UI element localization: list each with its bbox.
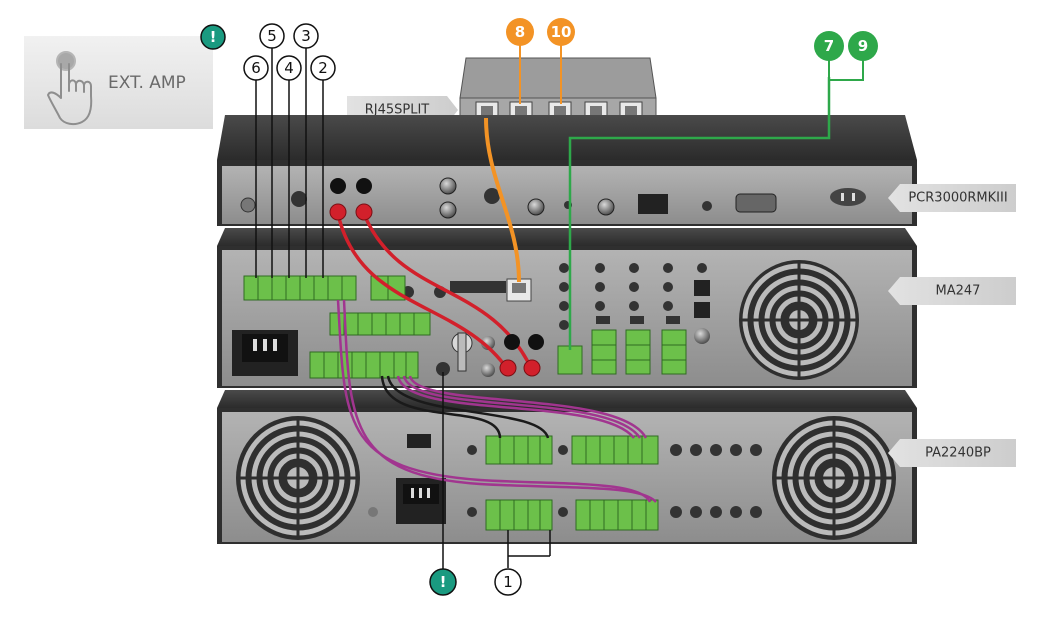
badge-4-text: 4 xyxy=(284,59,294,77)
pa-tag: PA2240BP xyxy=(888,439,1016,467)
badge-9-text: 9 xyxy=(858,37,868,55)
badge-1: 1 xyxy=(494,568,522,596)
badge-10: 10 xyxy=(547,18,575,46)
badge-6-text: 6 xyxy=(251,59,261,77)
leader-lines xyxy=(255,48,551,570)
pa-power-inlet xyxy=(396,478,446,524)
splitter-label: RJ45SPLIT xyxy=(365,103,430,118)
ma-fan xyxy=(739,260,859,380)
pa-unit xyxy=(217,390,917,544)
terminal-dividers xyxy=(257,276,686,530)
badge-8-text: 8 xyxy=(515,23,525,41)
badge-5: 5 xyxy=(259,23,285,49)
badge-5-text: 5 xyxy=(267,27,277,45)
pa-label: PA2240BP xyxy=(925,446,991,461)
badge-10-text: 10 xyxy=(551,23,572,41)
pcr-tag: PCR3000RMKIII xyxy=(888,184,1016,212)
alert-top-text: ! xyxy=(210,28,217,46)
ma-tag: MA247 xyxy=(888,277,1016,305)
pa-fan-left xyxy=(236,416,360,540)
ma-power-inlet xyxy=(232,330,298,376)
alert-bottom-text: ! xyxy=(440,573,447,591)
pcr-power-socket xyxy=(830,188,866,206)
badge-2: 2 xyxy=(310,55,336,81)
hand-pointer-icon xyxy=(47,51,93,126)
badge-2-text: 2 xyxy=(318,59,328,77)
badge-8: 8 xyxy=(506,18,534,46)
ma-rj45-port xyxy=(506,278,532,302)
pcr-unit xyxy=(217,115,917,226)
alert-badge-bottom: ! xyxy=(429,568,457,596)
badge-9: 9 xyxy=(848,31,878,61)
audio-cables-black xyxy=(380,375,550,439)
pcr-label: PCR3000RMKIII xyxy=(908,191,1007,206)
alert-badge-top: ! xyxy=(200,24,226,50)
badge-7-text: 7 xyxy=(824,37,834,55)
badge-7: 7 xyxy=(814,31,844,61)
badge-4: 4 xyxy=(276,55,302,81)
audio-cables-magenta xyxy=(336,299,657,503)
ethernet-cable-green xyxy=(568,77,831,350)
ma-label: MA247 xyxy=(936,284,981,299)
ext-amp-label: EXT. AMP xyxy=(108,73,186,93)
ethernet-cable-orange xyxy=(484,117,521,283)
pa-fan-right xyxy=(772,416,896,540)
badge-6: 6 xyxy=(243,55,269,81)
leader-lines-colored xyxy=(519,44,864,104)
binding-posts xyxy=(329,178,544,377)
badge-3: 3 xyxy=(293,23,319,49)
badge-3-text: 3 xyxy=(301,27,311,45)
badge-1-text: 1 xyxy=(503,573,513,591)
ext-amp-button[interactable]: EXT. AMP xyxy=(24,36,213,129)
